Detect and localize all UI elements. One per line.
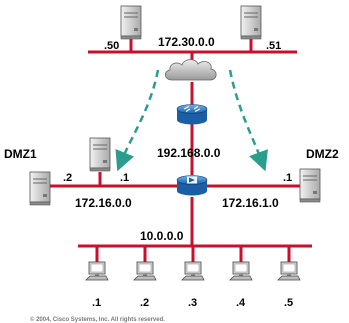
server-icon (240, 5, 262, 40)
network-label-top: 172.30.0.0 (158, 35, 215, 49)
dashed-path-left (115, 69, 160, 172)
network-label-dmz2: 172.16.1.0 (222, 196, 279, 210)
workstation-icon (277, 261, 301, 281)
host-label-dmz2-firewall: .1 (283, 172, 292, 184)
cloud-icon (164, 59, 217, 81)
network-label-dmz1: 172.16.0.0 (75, 196, 132, 210)
server-icon (299, 168, 321, 203)
workstation-icon (181, 261, 205, 281)
host-label-lan-5: .5 (284, 297, 293, 309)
server-icon (120, 5, 142, 40)
server-icon (29, 171, 51, 206)
host-label-lan-2: .2 (140, 297, 149, 309)
router-icon (176, 104, 208, 125)
dashed-path-right (228, 69, 268, 172)
server-icon (89, 137, 111, 172)
host-label-lan-1: .1 (92, 297, 101, 309)
host-label-dmz1-firewall: .1 (120, 172, 129, 184)
host-label-top-right: .51 (266, 40, 281, 52)
host-label-lan-4: .4 (236, 297, 246, 309)
zone-label-dmz2: DMZ2 (306, 147, 339, 161)
host-label-lan-3: .3 (188, 297, 197, 309)
host-label-top-left: .50 (104, 40, 119, 52)
zone-label-dmz1: DMZ1 (4, 147, 37, 161)
dashed-paths (115, 69, 268, 172)
workstation-icon (85, 261, 109, 281)
network-label-mid: 192.168.0.0 (157, 146, 221, 160)
host-label-dmz1-server: .2 (63, 172, 72, 184)
pix-firewall-icon (176, 175, 208, 196)
workstation-icon (229, 261, 253, 281)
network-label-lan: 10.0.0.0 (140, 229, 184, 243)
copyright-notice: © 2004, Cisco Systems, Inc. All rights r… (30, 316, 165, 323)
workstation-icon (133, 261, 157, 281)
